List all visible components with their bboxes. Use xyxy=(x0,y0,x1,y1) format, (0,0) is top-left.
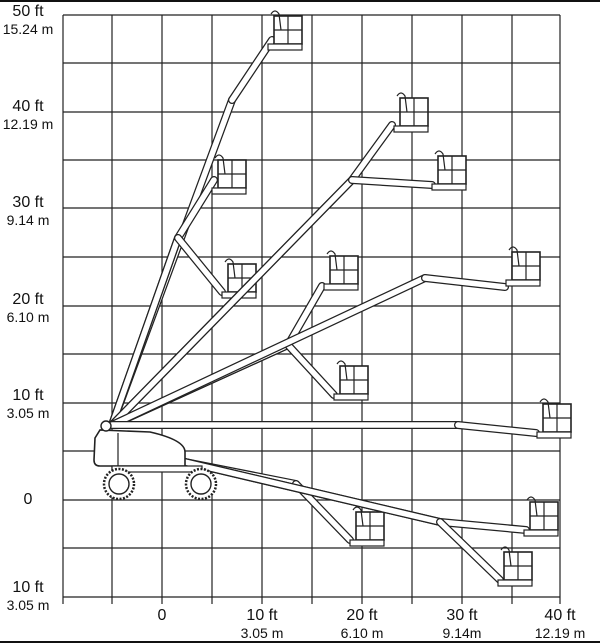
jib-6-fill xyxy=(285,283,325,348)
platform-basket-11-control xyxy=(526,496,538,517)
x-label-ft: 30 ft xyxy=(446,607,478,624)
y-label-ft: 10 ft xyxy=(12,579,44,596)
y-label-m: 3.05 m xyxy=(6,597,50,613)
jib-1-fill xyxy=(229,37,275,103)
jib-4-fill xyxy=(349,122,395,183)
platform-basket-12-control xyxy=(500,546,512,567)
wheel-front-hub xyxy=(190,473,212,495)
platform-basket-1-floor xyxy=(267,43,303,51)
x-label-m: 9.14m xyxy=(442,625,482,641)
platform-basket-3-control xyxy=(224,258,236,279)
platform-basket-11-floor xyxy=(523,529,559,537)
x-label-m: 6.10 m xyxy=(340,625,384,641)
y-label-m: 12.19 m xyxy=(2,116,54,132)
platform-basket-4-floor xyxy=(393,125,429,133)
main-boom-12-fill xyxy=(182,459,443,525)
y-label-ft: 50 ft xyxy=(12,3,44,20)
y-label-ft: 10 ft xyxy=(12,387,44,404)
y-label-m: 3.05 m xyxy=(6,405,50,421)
platform-basket-10-floor xyxy=(349,539,385,547)
x-label-m: 3.05 m xyxy=(240,625,284,641)
y-label-ft: 40 ft xyxy=(12,98,44,115)
main-boom-3-fill xyxy=(109,235,181,428)
x-label-ft: 40 ft xyxy=(544,607,576,624)
platform-basket-7-floor xyxy=(333,393,369,401)
jib-12-fill xyxy=(437,519,503,583)
platform-basket-6-control xyxy=(326,250,338,271)
top-border xyxy=(0,0,600,2)
main-boom-5-fill xyxy=(109,177,355,428)
x-label-m: 12.19 m xyxy=(534,625,586,641)
y-label-0: 0 xyxy=(0,492,56,508)
x-label-ft: 10 ft xyxy=(246,607,278,624)
platform-basket-6-floor xyxy=(323,283,359,291)
y-label-m: 6.10 m xyxy=(6,309,50,325)
x-label-ft: 20 ft xyxy=(346,607,378,624)
jib-11-fill xyxy=(437,519,529,533)
jib-5-fill xyxy=(349,177,435,188)
platform-basket-8-control xyxy=(508,246,520,267)
platform-basket-10-control xyxy=(352,506,364,527)
x-label-0: 0 xyxy=(127,608,197,624)
platform-basket-4-control xyxy=(396,92,408,113)
platform-basket-12-floor xyxy=(497,579,533,587)
platform-basket-2-control xyxy=(214,154,226,175)
boom-pivot xyxy=(100,420,112,432)
platform-basket-9-control xyxy=(539,398,551,419)
platform-basket-2-floor xyxy=(211,187,247,195)
platform-basket-1-control xyxy=(270,10,282,31)
y-label-ft: 20 ft xyxy=(12,291,44,308)
jib-7-fill xyxy=(285,342,337,398)
wheel-rear-hub xyxy=(108,473,130,495)
main-boom-8-fill xyxy=(109,275,428,428)
jib-8-fill xyxy=(422,275,508,290)
jib-2-fill xyxy=(175,177,217,241)
y-label-m: 15.24 m xyxy=(2,21,54,37)
platform-basket-8-floor xyxy=(505,279,541,287)
jib-3-fill xyxy=(175,235,225,295)
x-label-ft: 0 xyxy=(157,607,167,624)
y-label-ft: 30 ft xyxy=(12,194,44,211)
platform-basket-7-control xyxy=(336,360,348,381)
platform-basket-9-floor xyxy=(536,431,572,439)
jib-9-fill xyxy=(455,422,539,436)
bottom-border xyxy=(0,641,600,643)
y-label-ft: 0 xyxy=(23,491,33,508)
y-label-m: 9.14 m xyxy=(6,212,50,228)
platform-basket-5-floor xyxy=(431,183,467,191)
turntable xyxy=(93,429,186,467)
platform-basket-5-control xyxy=(434,150,446,171)
